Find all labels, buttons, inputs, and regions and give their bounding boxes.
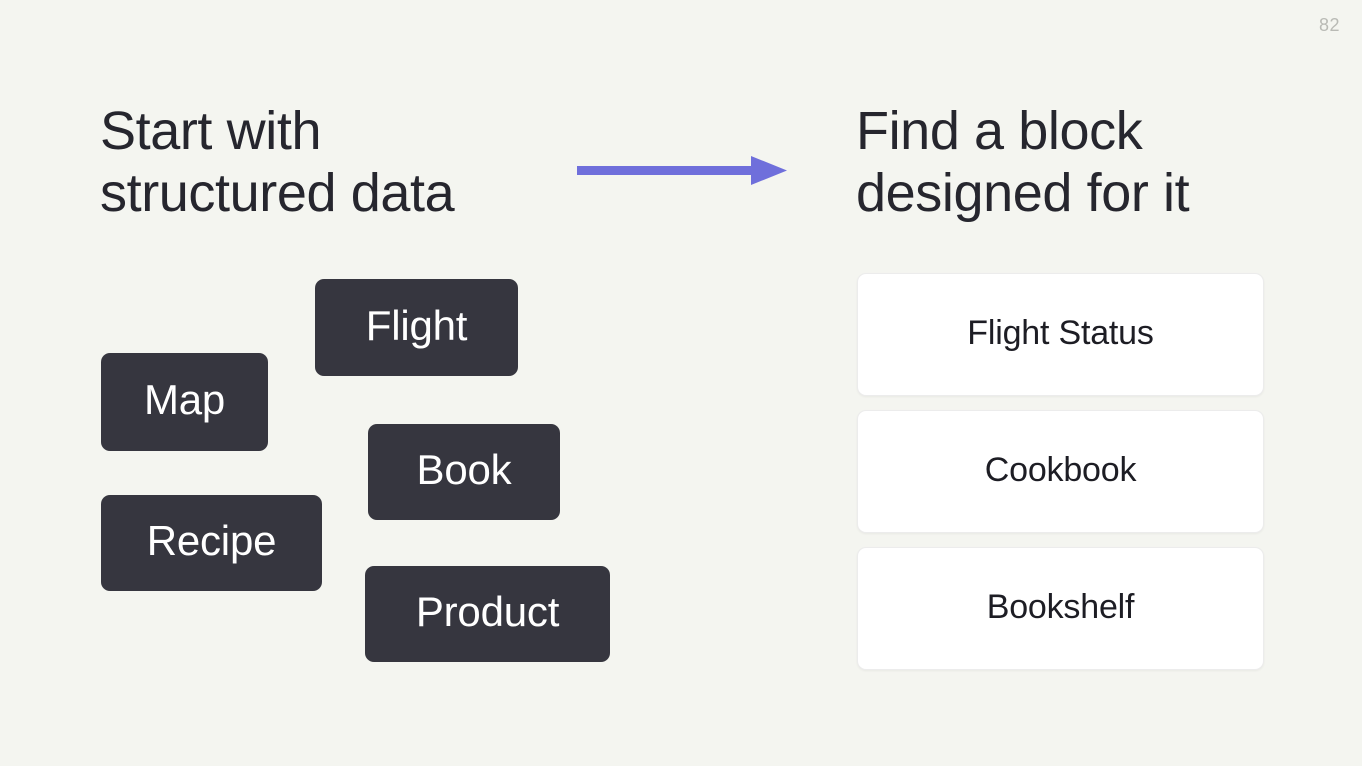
chip-label: Product: [415, 588, 560, 635]
block-card-list: Flight Status Cookbook Bookshelf: [857, 273, 1264, 670]
chip-label: Flight: [365, 301, 468, 349]
structured-data-chips: Flight Map Book Recipe Product: [101, 279, 610, 662]
chip-recipe[interactable]: Recipe: [101, 495, 322, 591]
block-card-cookbook[interactable]: Cookbook: [857, 410, 1264, 533]
block-card-bookshelf[interactable]: Bookshelf: [857, 547, 1264, 670]
left-heading: Start with structured data: [100, 101, 455, 223]
chip-product[interactable]: Product: [365, 566, 610, 662]
chip-book[interactable]: Book: [368, 424, 560, 520]
card-label: Flight Status: [967, 314, 1154, 352]
chip-label: Book: [416, 446, 512, 493]
page-number: 82: [1318, 15, 1340, 35]
right-arrow-svg: [577, 156, 787, 185]
card-label: Cookbook: [984, 451, 1137, 489]
chip-map[interactable]: Map: [101, 353, 268, 451]
right-arrow-icon: [575, 148, 791, 194]
chip-label: Recipe: [146, 517, 277, 564]
chip-flight[interactable]: Flight: [315, 279, 518, 376]
block-card-flight-status[interactable]: Flight Status: [857, 273, 1264, 396]
right-heading: Find a block designed for it: [856, 101, 1190, 223]
card-label: Bookshelf: [986, 588, 1135, 626]
chip-label: Map: [143, 376, 226, 423]
